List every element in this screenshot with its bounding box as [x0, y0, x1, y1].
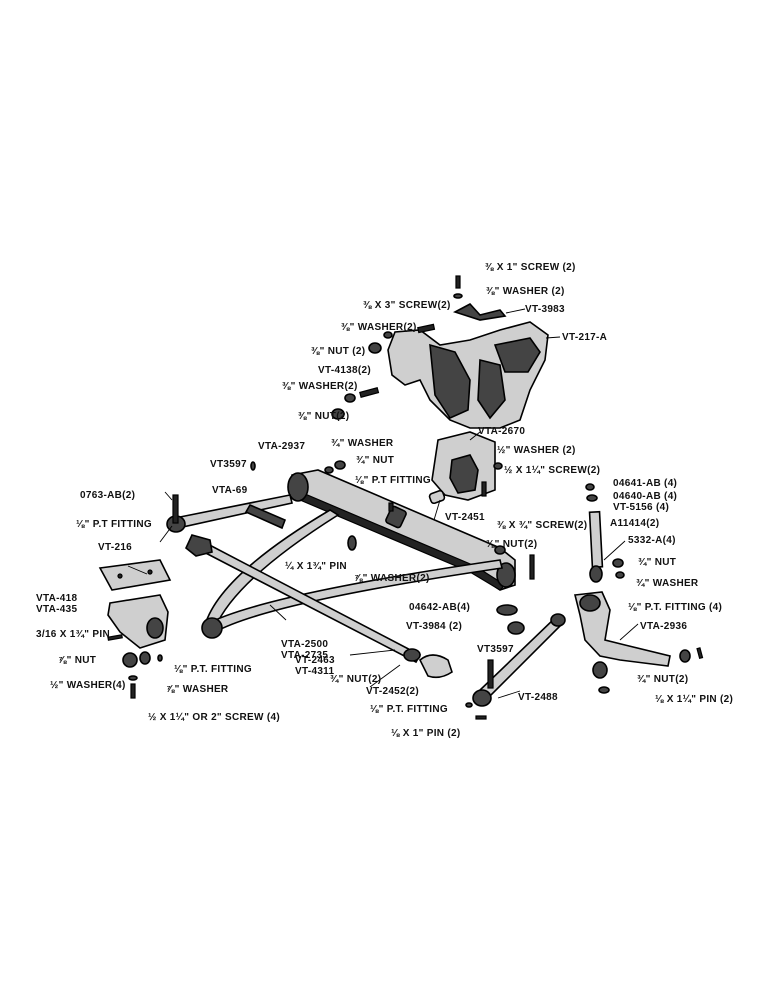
label-washer-3-8-c: ⅜" WASHER(2): [282, 381, 358, 392]
label-pt-fitting-e: ⅛" P.T. FITTING: [370, 704, 448, 715]
label-washer-3-4: ¾" WASHER: [331, 438, 394, 449]
label-washer-3-4-b: ¾" WASHER: [636, 578, 699, 589]
label-pin-1-4x1-3-4: ¼ X 1¾" PIN: [285, 561, 347, 572]
drag-link-end-vt-2452: [419, 654, 453, 679]
label-vt-4311: VT-4311: [295, 666, 335, 677]
label-washer-1-2-b: ½" WASHER(4): [50, 680, 126, 691]
radius-rod-vta-69: [166, 494, 293, 533]
drag-link-vt-2488: [472, 613, 566, 707]
label-washer-1-2: ½" WASHER (2): [497, 445, 576, 456]
label-pin-3-16x1-3-4: 3/16 X 1¾" PIN: [36, 629, 110, 640]
label-vt3597: VT3597: [210, 459, 247, 470]
label-04641-ab: 04641-AB (4): [613, 478, 678, 489]
label-screw-1-2x1-1-4: ½ X 1¼" SCREW(2): [504, 465, 601, 476]
label-pt-fitting-c: ⅛" P.T. FITTING (4): [628, 602, 723, 613]
axle-beam: [287, 469, 516, 591]
label-screw-3-8x1: ⅜ X 1" SCREW (2): [485, 262, 576, 273]
label-04642-ab: 04642-AB(4): [409, 602, 471, 613]
label-nut-3-4-d: ¾" NUT(2): [637, 674, 689, 685]
label-vt3597-b: VT3597: [477, 644, 514, 655]
label-nut-3-8: ⅜" NUT (2): [311, 346, 366, 357]
bracket-vta-418: [107, 594, 169, 649]
label-screw-3-8x3-4: ⅜ X ¾" SCREW(2): [497, 520, 588, 531]
label-vta-2937: VTA-2937: [258, 441, 306, 452]
label-a11414: A11414(2): [610, 518, 660, 529]
label-washer-3-8: ⅜" WASHER (2): [486, 286, 565, 297]
label-screw-1-2x1-1-4-or-2: ½ X 1¼" OR 2" SCREW (4): [148, 712, 280, 723]
label-vt-2463: VT-2463: [295, 655, 335, 666]
label-vt-217-a: VT-217-A: [562, 332, 608, 343]
label-pin-1-8x1-1-4: ⅛ X 1¼" PIN (2): [655, 694, 734, 705]
label-pin-1-8x1: ⅛ X 1" PIN (2): [391, 728, 461, 739]
housing-vt-217-a: [387, 321, 549, 429]
spindle-vta-2936: [574, 591, 671, 667]
hardware-small-parts: [107, 275, 704, 720]
label-vt-4138: VT-4138(2): [318, 365, 372, 376]
label-nut-3-8-b: ⅜" NUT(2): [298, 411, 350, 422]
mounting-plate-vt-216: [98, 559, 172, 591]
label-nut-3-4-c: ¾" NUT(2): [330, 674, 382, 685]
label-vt-3984: VT-3984 (2): [406, 621, 463, 632]
label-washer-3-8-b: ⅜" WASHER(2): [341, 322, 417, 333]
tie-rod-vta-2500: [185, 534, 422, 664]
label-vt-216: VT-216: [98, 542, 133, 553]
label-nut-3-4-b: ¾" NUT: [638, 557, 677, 568]
label-pt-fitting-a: ⅛" P.T FITTING: [355, 475, 431, 486]
leader-lines: [127, 308, 639, 699]
label-vta-2670: VTA-2670: [478, 426, 526, 437]
label-04640-ab: 04640-AB (4): [613, 491, 678, 502]
label-vt-2451: VT-2451: [445, 512, 485, 523]
label-nut-3-8-c: ⅜" NUT(2): [486, 539, 538, 550]
label-vta-69: VTA-69: [212, 485, 248, 496]
label-pt-fitting-d: ⅛" P.T. FITTING: [174, 664, 252, 675]
label-vt-3983: VT-3983: [525, 304, 565, 315]
label-vta-2735: VTA-2735: [281, 650, 329, 661]
label-vta-418: VTA-418: [36, 593, 78, 604]
label-vt-2452: VT-2452(2): [366, 686, 420, 697]
label-screw-3-8x3: ⅜ X 3" SCREW(2): [363, 300, 451, 311]
label-5332-a: 5332-A(4): [628, 535, 676, 546]
king-pin-a11414: [588, 510, 604, 569]
label-washer-7-8-b: ⅞" WASHER: [166, 684, 229, 695]
label-vt-2488: VT-2488: [518, 692, 558, 703]
label-pt-fitting-b: ⅛" P.T FITTING: [76, 519, 152, 530]
label-0763-ab: 0763-AB(2): [80, 490, 136, 501]
label-vta-2500: VTA-2500: [281, 639, 329, 650]
label-vta-2936: VTA-2936: [640, 621, 688, 632]
label-nut-3-4: ¾" NUT: [356, 455, 395, 466]
label-vta-435: VTA-435: [36, 604, 78, 615]
label-vt-5156: VT-5156 (4): [613, 502, 670, 513]
label-nut-7-8: ⅞" NUT: [58, 655, 97, 666]
label-washer-7-8: ⅞" WASHER(2): [354, 573, 430, 584]
wishbone-a-frame: [201, 509, 503, 639]
